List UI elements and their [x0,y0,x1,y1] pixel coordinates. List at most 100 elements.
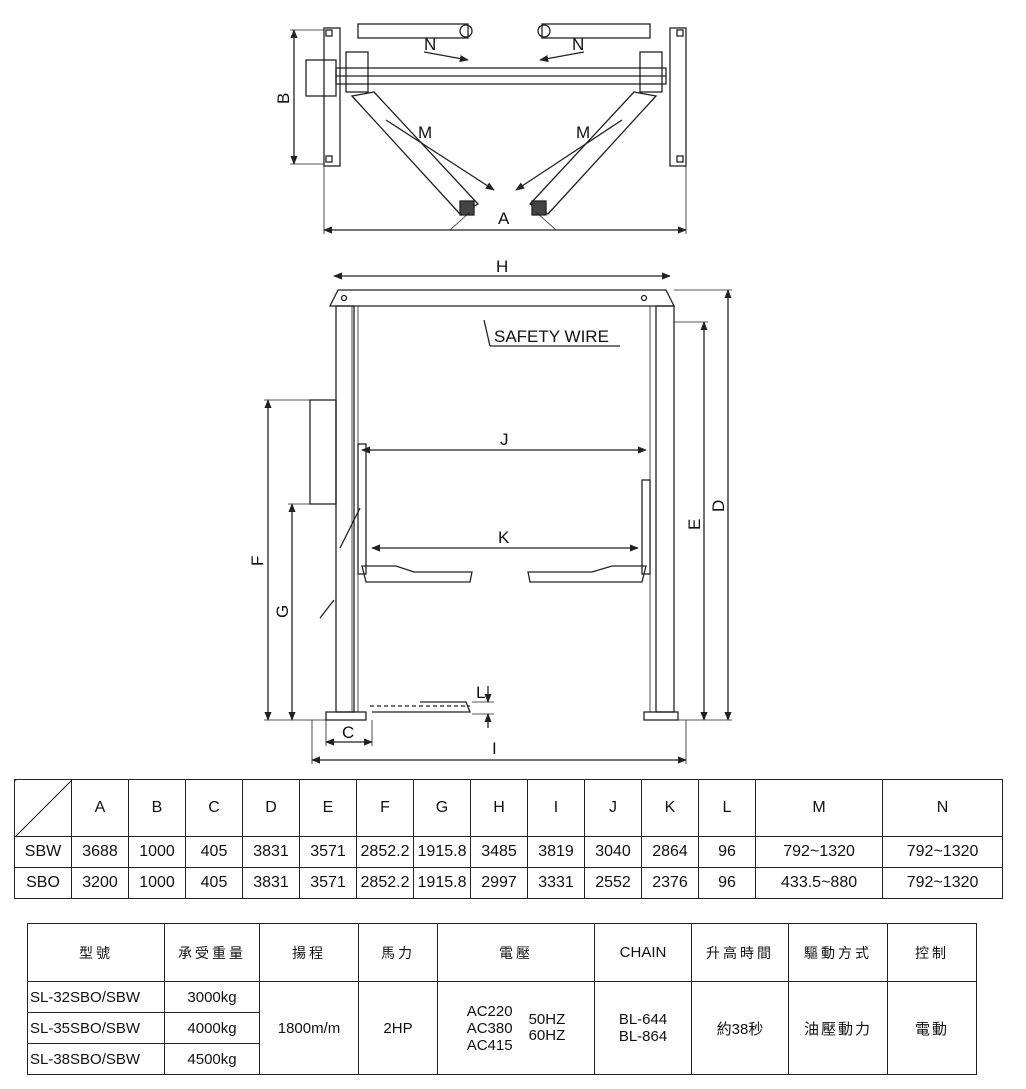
cell: 1000 [128,836,186,868]
cell: 2852.2 [356,836,414,868]
model-name: SL-32SBO/SBW [27,981,165,1013]
cell: 792~1320 [882,867,1003,899]
cell: 2376 [641,867,699,899]
model-name: SL-38SBO/SBW [27,1043,165,1075]
voltage-list: AC220 AC380 AC415 [467,1003,513,1054]
header-lift-time: 升高時間 [691,923,789,982]
header-power: 馬力 [358,923,438,982]
power-value: 2HP [358,981,438,1075]
col-header: J [584,779,642,837]
dimension-table: A B C D E F G H I J K L M N SBW 3688 100… [14,779,1003,899]
header-lift-height: 揚程 [259,923,359,982]
lift-time-value: 約38秒 [691,981,789,1075]
col-header: D [242,779,300,837]
label-h: H [496,257,508,276]
frequency-value: 60HZ [528,1027,566,1044]
chain-list: BL-644 BL-864 [619,1011,667,1045]
lift-height-value: 1800m/m [259,981,359,1075]
cell: 3831 [242,867,300,899]
cell: 2864 [641,836,699,868]
table-row: SL-35SBO/SBW 4000kg [27,1012,977,1044]
control-value: 電動 [887,981,977,1075]
table-row: SL-38SBO/SBW 4500kg [27,1043,977,1075]
label-k: K [498,528,510,547]
cell: 3331 [527,867,585,899]
model-capacity: 3000kg [164,981,260,1013]
voltage-value: AC415 [466,1036,513,1054]
row-model: SBO [14,867,72,899]
col-header: I [527,779,585,837]
label-n-left: N [424,35,436,54]
chain-value: BL-644 [618,1011,668,1028]
col-header: H [470,779,528,837]
label-m-right: M [576,123,590,142]
table-row: SBO 3200 1000 405 3831 3571 2852.2 1915.… [14,867,1003,899]
header-voltage: 電壓 [437,923,595,982]
model-name: SL-35SBO/SBW [27,1012,165,1044]
cell: 792~1320 [882,836,1003,868]
label-c: C [342,723,354,742]
cell: 3571 [299,836,357,868]
col-header: N [882,779,1003,837]
cell: 3688 [71,836,129,868]
header-chain: CHAIN [594,923,692,982]
cell: 1915.8 [413,836,471,868]
cell: 433.5~880 [754,867,884,899]
corner-cell [14,779,72,837]
voltage-cell: AC220 AC380 AC415 50HZ 60HZ [437,981,595,1075]
col-header: G [413,779,471,837]
label-safety-wire: SAFETY WIRE [494,327,609,346]
cell: 2997 [470,867,528,899]
cell: 3200 [71,867,129,899]
label-b: B [274,93,293,104]
dimension-header-row: A B C D E F G H I J K L M N [14,779,1003,837]
cell: 96 [698,836,756,868]
header-model: 型號 [27,923,165,982]
label-n-right: N [572,35,584,54]
col-header: C [185,779,243,837]
cell: 3819 [527,836,585,868]
header-drive: 驅動方式 [788,923,888,982]
top-view [290,23,687,234]
col-header: K [641,779,699,837]
col-header: B [128,779,186,837]
col-header: A [71,779,129,837]
label-i: I [492,739,497,758]
cell: 96 [698,867,756,899]
drive-value: 油壓動力 [788,981,888,1075]
header-control: 控制 [887,923,977,982]
table-row: SBW 3688 1000 405 3831 3571 2852.2 1915.… [14,836,1003,868]
cell: 3831 [242,836,300,868]
cell: 2852.2 [356,867,414,899]
col-header: M [754,779,884,837]
cell: 3040 [584,836,642,868]
col-header: E [299,779,357,837]
spec-table: 型號 承受重量 揚程 馬力 電壓 CHAIN 升高時間 驅動方式 控制 SL-3… [27,923,977,1075]
frequency-value: 50HZ [528,1011,566,1028]
cell: 3485 [470,836,528,868]
front-view [264,272,732,764]
voltage-value: AC220 [466,1002,513,1020]
model-capacity: 4500kg [164,1043,260,1075]
cell: 405 [185,836,243,868]
col-header: F [356,779,414,837]
label-g: G [273,605,292,618]
row-model: SBW [14,836,72,868]
cell: 405 [185,867,243,899]
cell: 792~1320 [754,836,884,868]
label-a: A [498,209,510,228]
lift-diagram: N N M M A B H SAFETY WIRE J K D E F G L … [248,23,732,764]
cell: 1915.8 [413,867,471,899]
label-f: F [248,556,267,566]
col-header: L [698,779,756,837]
label-l: L [476,683,485,702]
chain-value: BL-864 [618,1028,668,1045]
label-m-left: M [418,123,432,142]
spec-header-row: 型號 承受重量 揚程 馬力 電壓 CHAIN 升高時間 驅動方式 控制 [27,923,977,982]
voltage-value: AC380 [466,1019,513,1037]
header-capacity: 承受重量 [164,923,260,982]
table-row: SL-32SBO/SBW 3000kg 1800m/m 2HP AC220 AC… [27,981,977,1075]
label-j: J [500,430,509,449]
cell: 1000 [128,867,186,899]
chain-cell: BL-644 BL-864 [594,981,692,1075]
